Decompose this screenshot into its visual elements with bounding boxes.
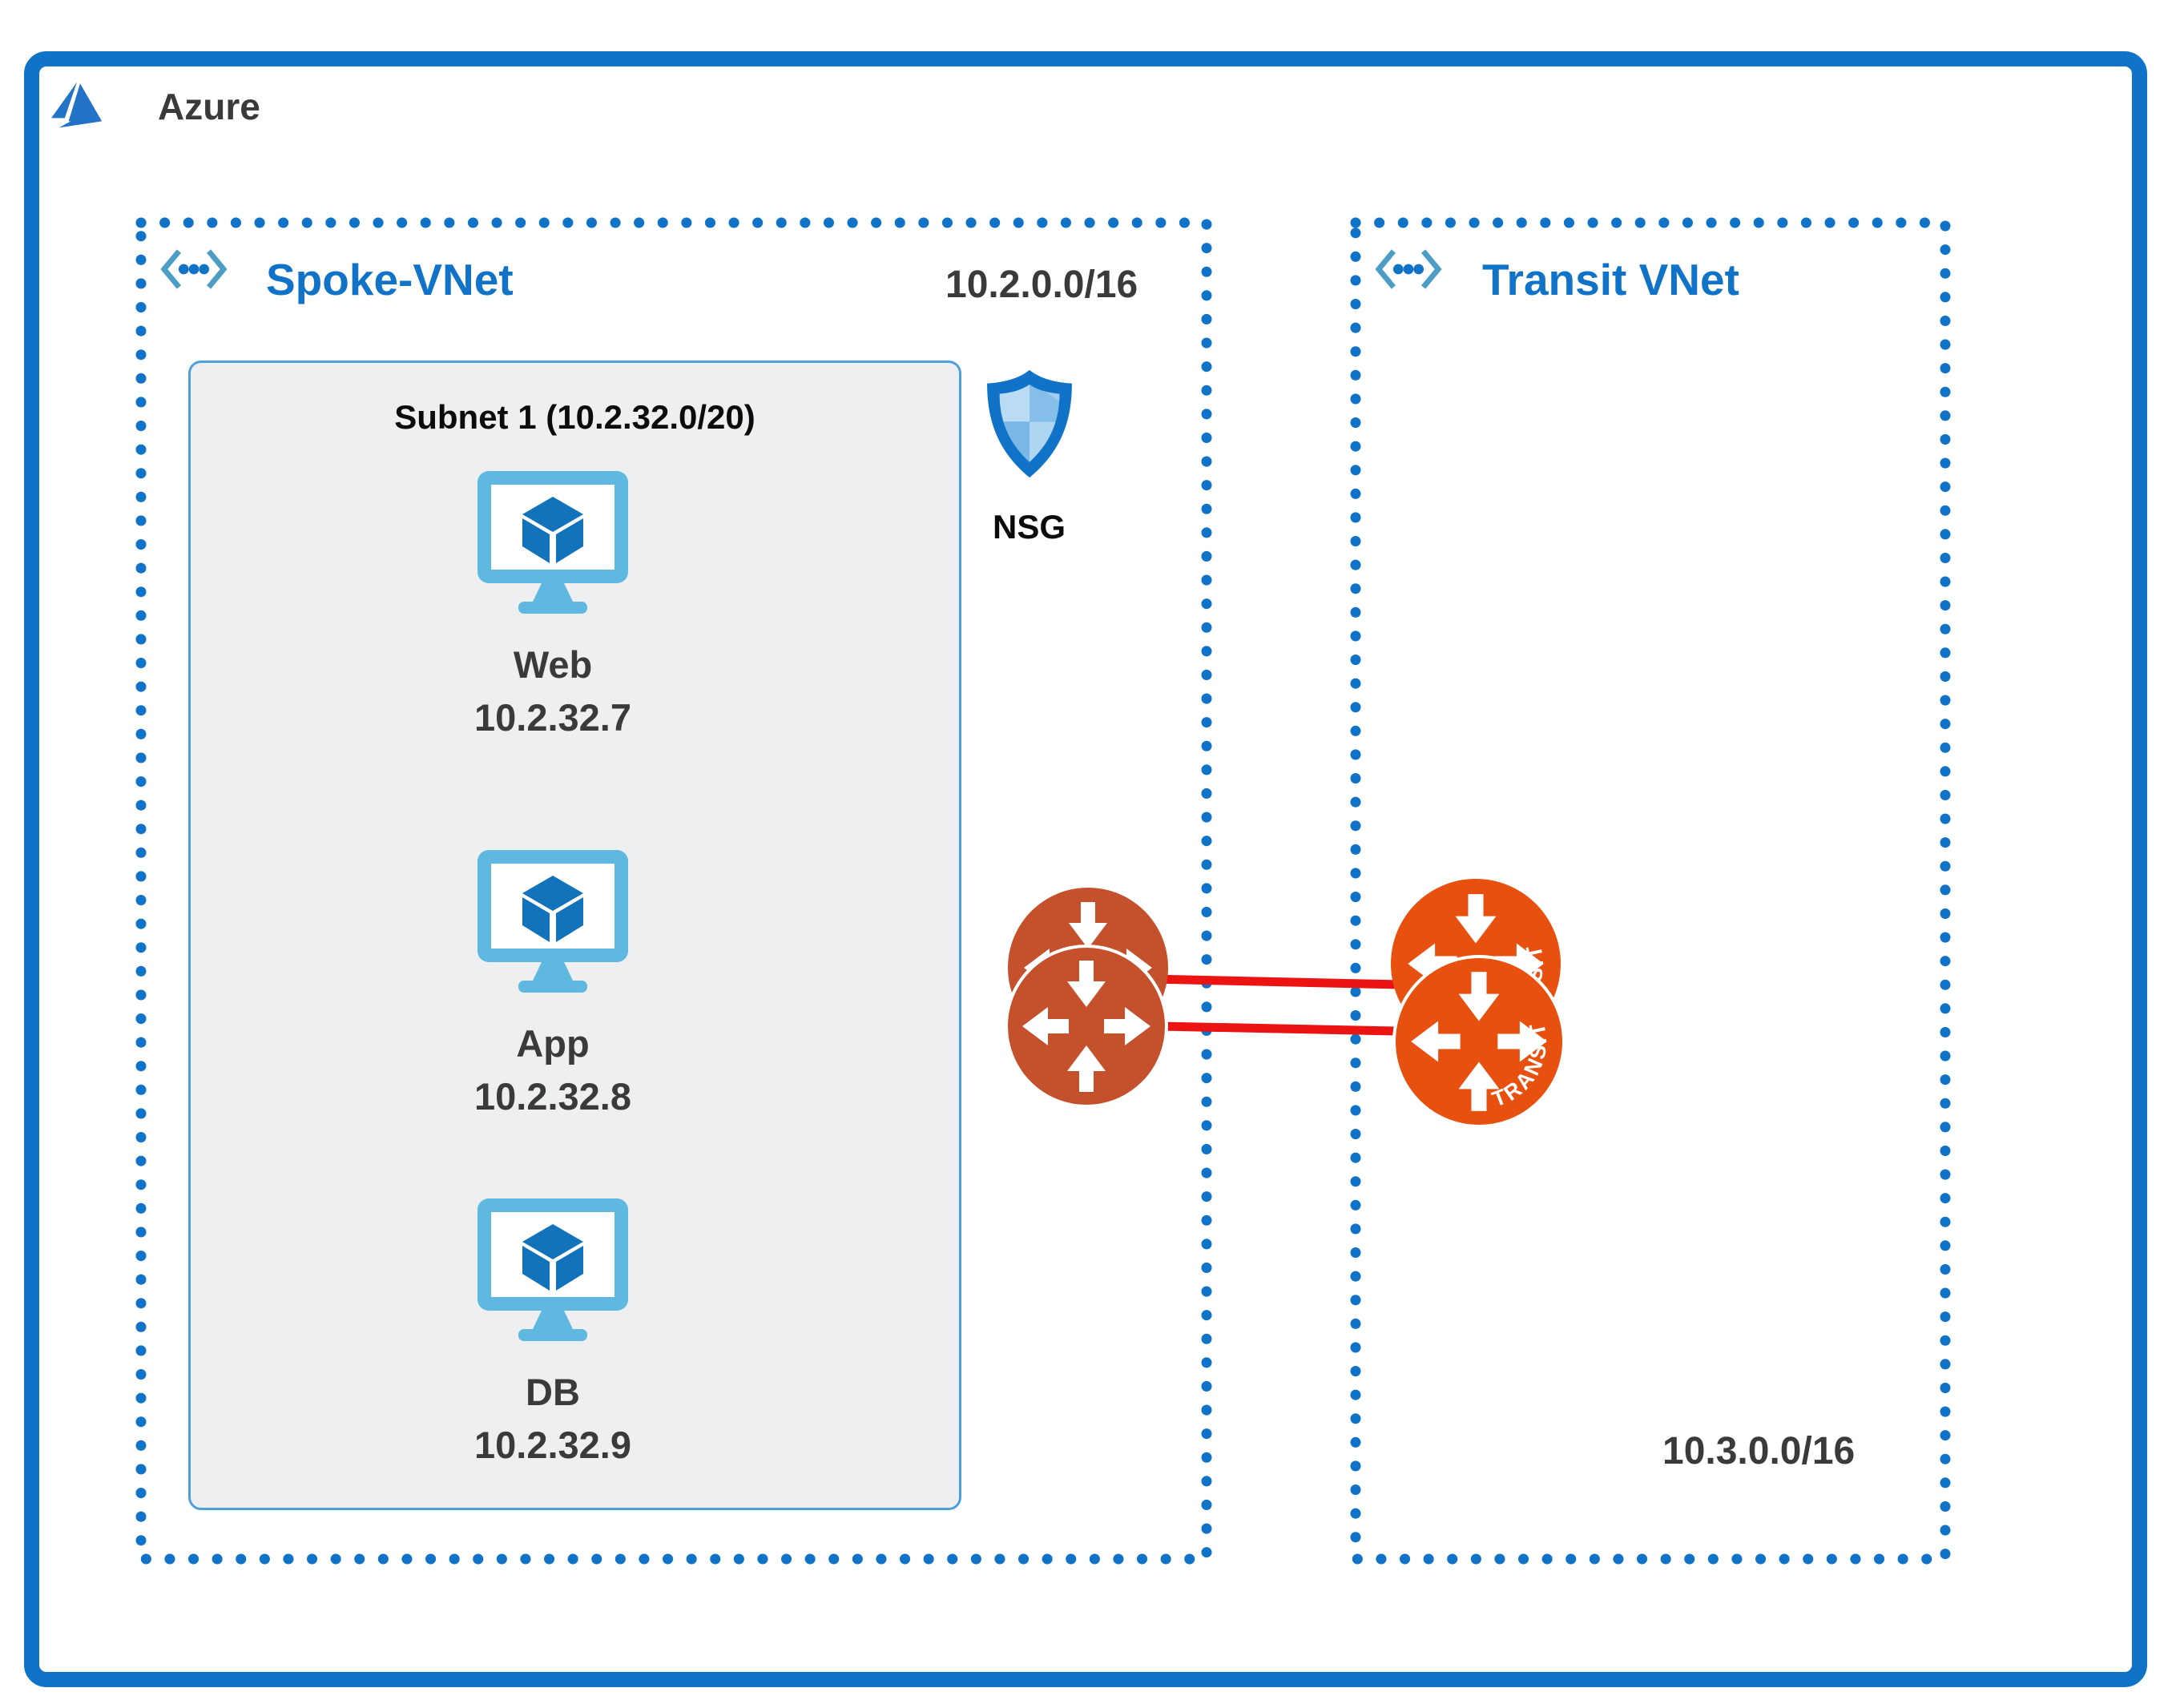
transit-vnet-border [1350, 217, 1951, 1565]
peering-line-2 [1159, 1021, 1396, 1036]
transit-vnet-title: Transit VNet [1482, 255, 1739, 304]
transit-vnet-cidr: 10.3.0.0/16 [1662, 1430, 1856, 1472]
spoke-vnet-cidr: 10.2.0.0/16 [945, 264, 1138, 306]
vm-name: Web [513, 643, 593, 686]
vm-ip: 10.2.32.8 [473, 1074, 631, 1118]
peering-routers-layer: TRANSIT TRANSIT [1005, 879, 1565, 1128]
brand-label: Azure [158, 86, 260, 127]
spoke-vnet-border [135, 217, 1212, 1565]
vm-icon [477, 471, 628, 614]
vm-icon [477, 850, 628, 993]
router-icon-spoke [1005, 888, 1168, 1108]
vm-app: App 10.2.32.8 [377, 845, 729, 1117]
azure-boundary-frame [24, 51, 2147, 1687]
vnet-icon [160, 249, 228, 289]
vm-db: DB 10.2.32.9 [377, 1194, 729, 1465]
subnet-title: Subnet 1 (10.2.32.0/20) [394, 398, 756, 436]
vnet-icon [1375, 249, 1442, 289]
vm-ip: 10.2.32.9 [473, 1423, 631, 1466]
peering-line-1 [1150, 974, 1401, 989]
router-icon-transit: TRANSIT TRANSIT [1391, 879, 1565, 1128]
vm-ip: 10.2.32.7 [473, 695, 631, 739]
vm-name: App [516, 1022, 590, 1065]
vm-icon [477, 1198, 628, 1341]
nsg-shield-icon [986, 369, 1072, 478]
vm-name: DB [526, 1371, 580, 1413]
nsg-label: NSG [992, 508, 1066, 546]
vm-web: Web 10.2.32.7 [377, 466, 729, 738]
azure-logo-icon [51, 82, 103, 128]
spoke-vnet-title: Spoke-VNet [266, 255, 514, 304]
nsg-group: NSG [971, 367, 1087, 546]
